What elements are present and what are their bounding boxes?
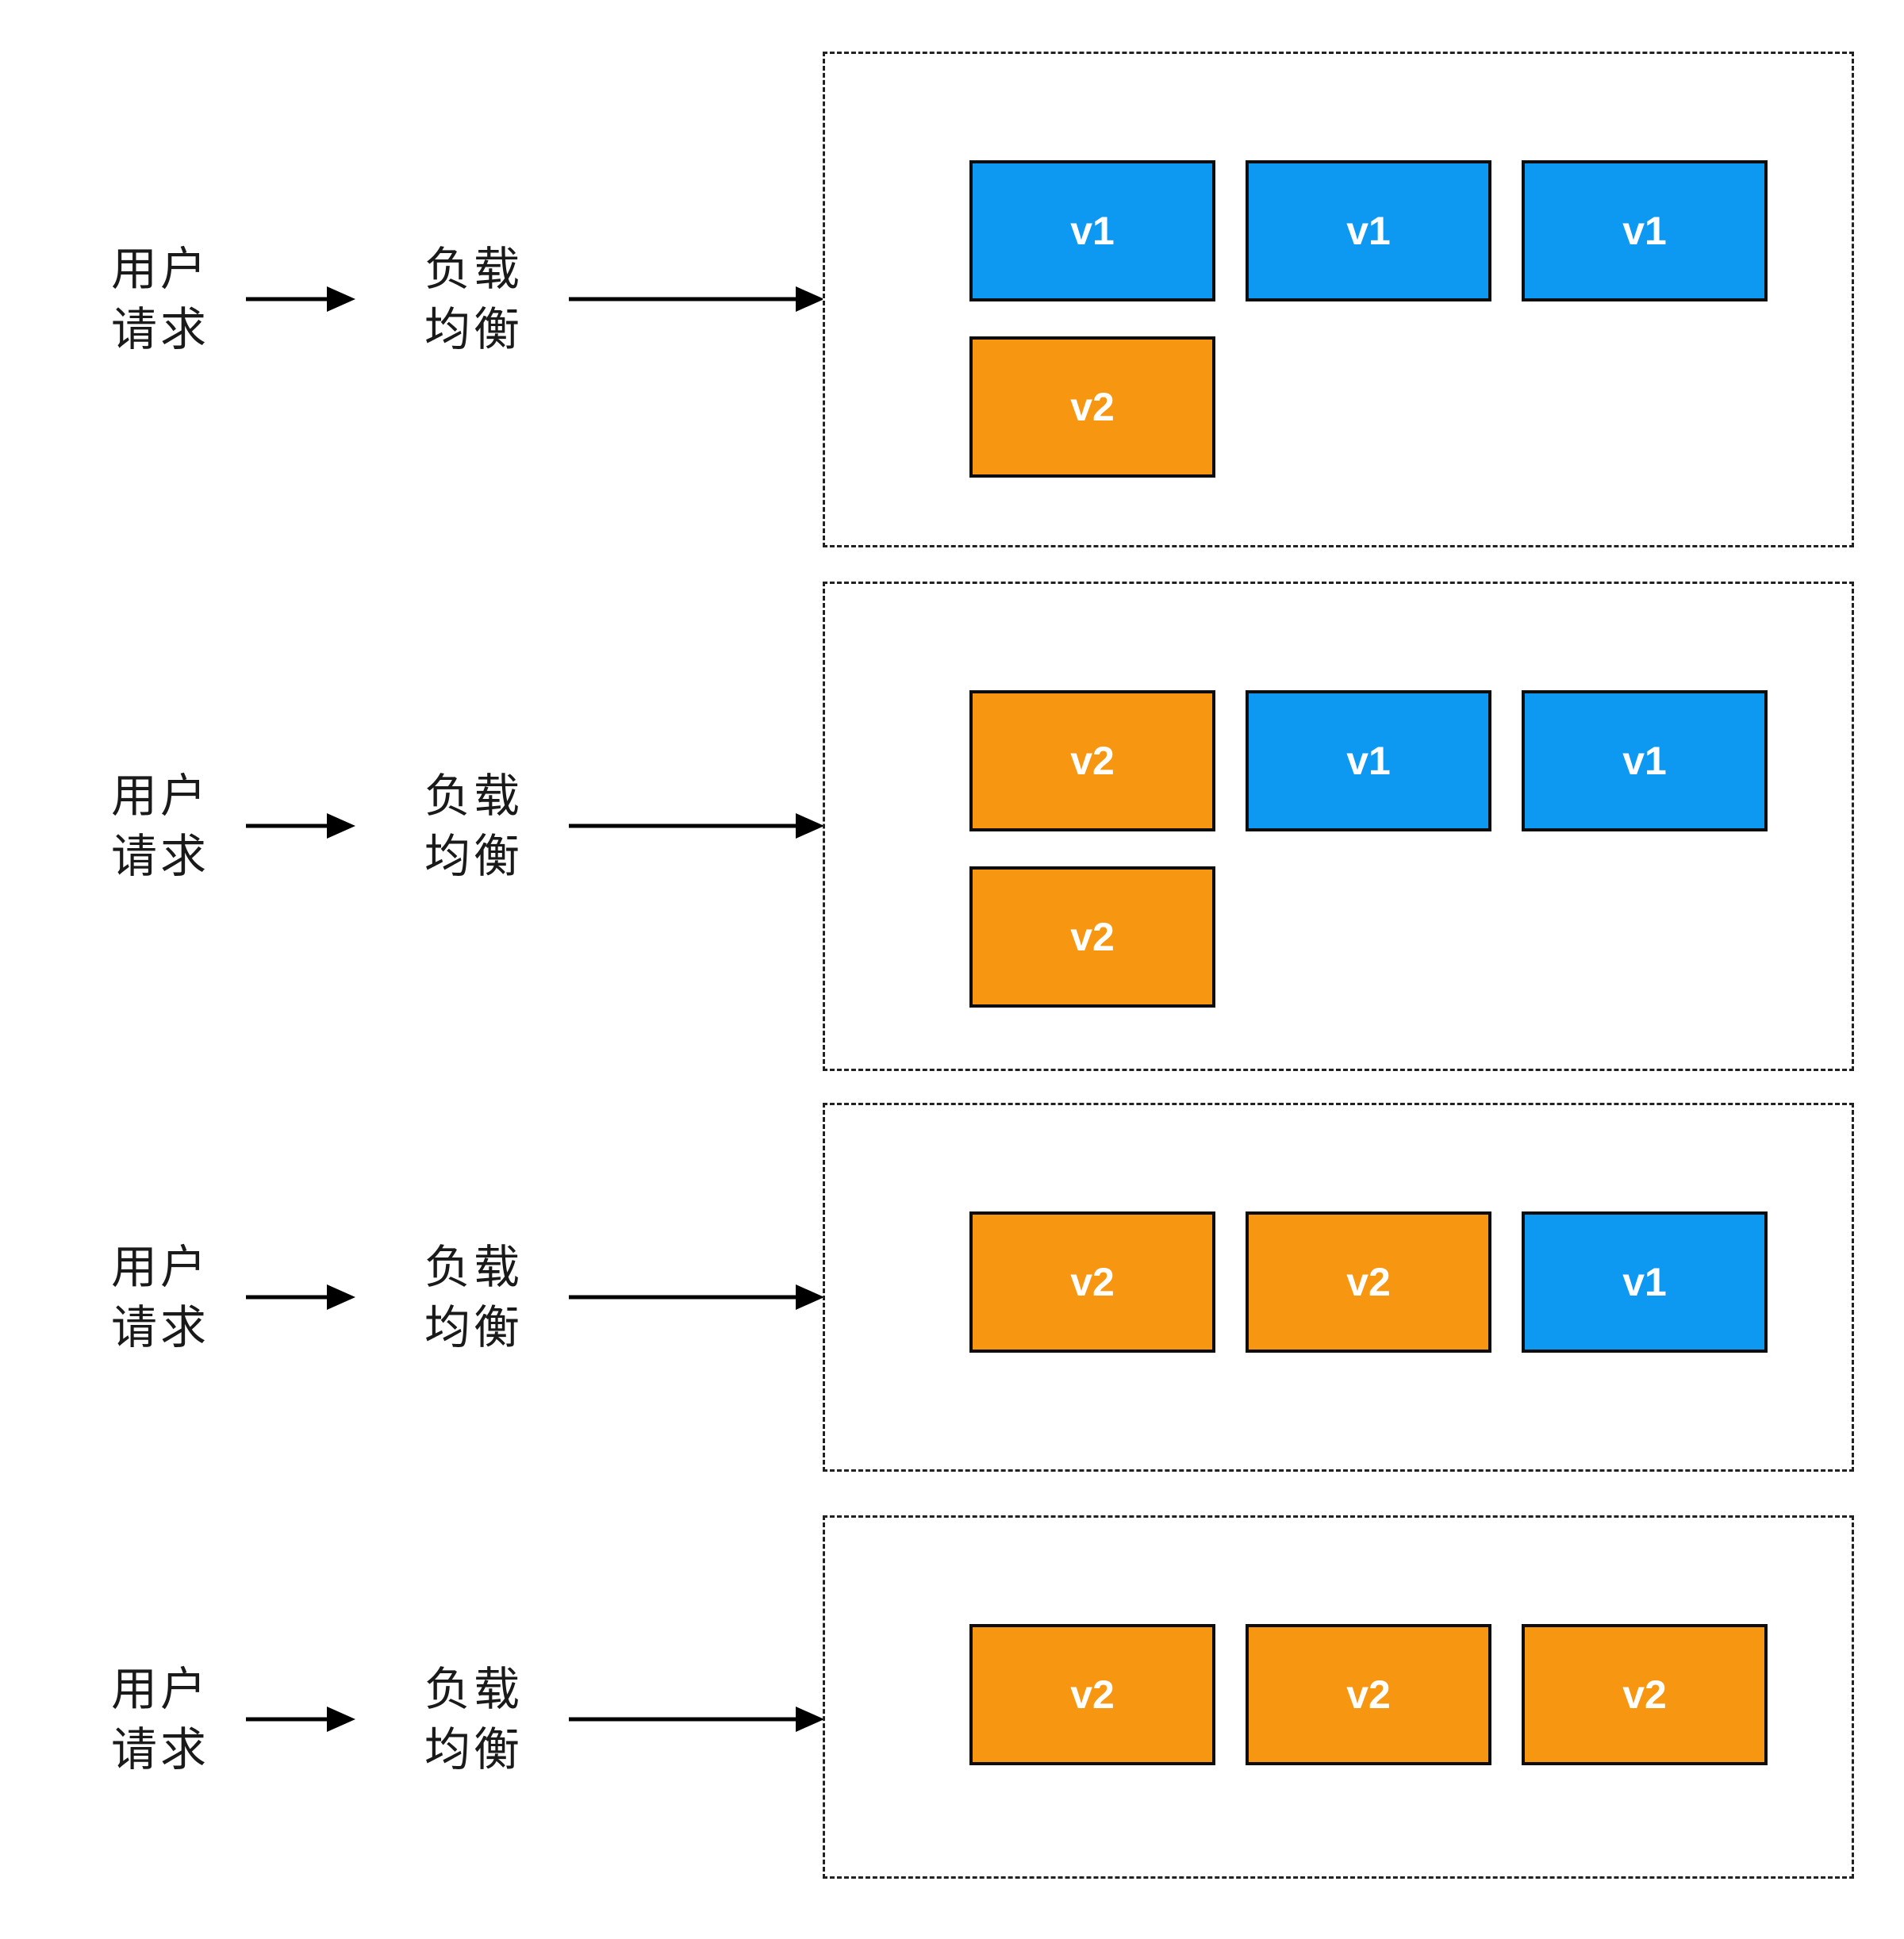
load-balancer-label: 负载 均衡: [424, 1660, 523, 1780]
user-request-label: 用户 请求: [111, 240, 209, 360]
user-request-line1: 用户: [111, 770, 210, 822]
server-box-v1: v1: [1522, 690, 1768, 831]
server-box-v1: v1: [969, 160, 1215, 301]
arrow-right-icon: [569, 1707, 824, 1732]
server-group-stage-1: v1 v1 v1 v2: [823, 52, 1854, 547]
server-box-v2: v2: [1246, 1624, 1491, 1765]
server-version-label: v1: [1622, 209, 1667, 253]
server-box-v2: v2: [969, 866, 1215, 1008]
load-balancer-line2: 均衡: [424, 1724, 524, 1776]
arrow-right-icon: [246, 286, 355, 312]
server-version-label: v1: [1346, 209, 1391, 253]
server-box-v2: v2: [1522, 1624, 1768, 1765]
arrow-right-icon: [569, 1284, 824, 1310]
arrow-right-icon: [246, 1284, 355, 1310]
server-box-v2: v2: [969, 690, 1215, 831]
server-version-label: v2: [1070, 1260, 1115, 1304]
load-balancer-label: 负载 均衡: [424, 1238, 523, 1358]
server-box-v2: v2: [969, 1624, 1215, 1765]
server-version-label: v1: [1622, 1260, 1667, 1304]
load-balancer-label: 负载 均衡: [424, 240, 523, 360]
user-request-label: 用户 请求: [111, 1238, 209, 1358]
arrow-right-icon: [569, 286, 824, 312]
server-box-v1: v1: [1522, 1211, 1768, 1353]
load-balancer-line1: 负载: [424, 770, 524, 822]
load-balancer-line1: 负载: [424, 244, 524, 295]
server-version-label: v1: [1070, 209, 1115, 253]
server-group-stage-4: v2 v2 v2: [823, 1515, 1854, 1879]
server-version-label: v2: [1070, 739, 1115, 783]
user-request-label: 用户 请求: [111, 766, 209, 887]
user-request-line2: 请求: [111, 1724, 210, 1776]
server-group-stage-2: v2 v1 v1 v2: [823, 582, 1854, 1071]
load-balancer-line1: 负载: [424, 1242, 524, 1293]
server-version-label: v2: [1346, 1260, 1391, 1304]
server-version-label: v2: [1070, 915, 1115, 959]
server-version-label: v2: [1070, 385, 1115, 429]
user-request-line2: 请求: [111, 304, 210, 355]
server-version-label: v1: [1622, 739, 1667, 783]
server-version-label: v2: [1622, 1672, 1667, 1717]
load-balancer-line2: 均衡: [424, 1302, 524, 1353]
load-balancer-label: 负载 均衡: [424, 766, 523, 887]
server-box-v2: v2: [969, 1211, 1215, 1353]
arrow-right-icon: [569, 813, 824, 839]
server-version-label: v2: [1346, 1672, 1391, 1717]
server-box-v2: v2: [969, 336, 1215, 478]
user-request-line2: 请求: [111, 1302, 210, 1353]
user-request-label: 用户 请求: [111, 1660, 209, 1780]
server-group-stage-3: v2 v2 v1: [823, 1103, 1854, 1472]
server-box-v1: v1: [1246, 690, 1491, 831]
load-balancer-line2: 均衡: [424, 304, 524, 355]
arrow-right-icon: [246, 1707, 355, 1732]
load-balancer-line2: 均衡: [424, 831, 524, 882]
user-request-line1: 用户: [111, 1242, 210, 1293]
user-request-line1: 用户: [111, 1664, 210, 1715]
server-box-v1: v1: [1522, 160, 1768, 301]
arrow-right-icon: [246, 813, 355, 839]
server-box-v2: v2: [1246, 1211, 1491, 1353]
server-box-v1: v1: [1246, 160, 1491, 301]
server-version-label: v1: [1346, 739, 1391, 783]
user-request-line2: 请求: [111, 831, 210, 882]
load-balancer-line1: 负载: [424, 1664, 524, 1715]
user-request-line1: 用户: [111, 244, 210, 295]
server-version-label: v2: [1070, 1672, 1115, 1717]
